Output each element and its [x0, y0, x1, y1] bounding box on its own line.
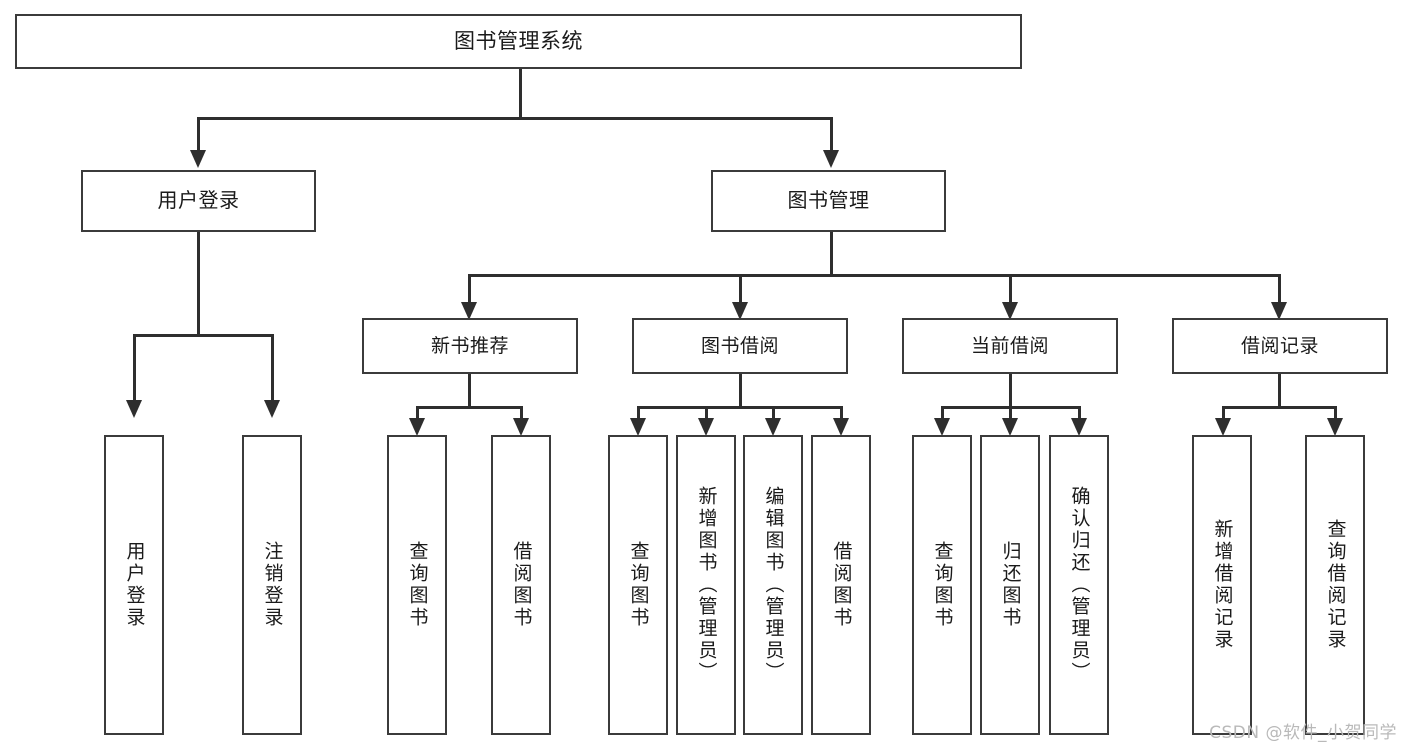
node-leaf-logout[interactable]: 注销登录: [242, 435, 302, 735]
connector-book-manage-trunk: [830, 232, 833, 276]
node-leaf-return-book[interactable]: 归还图书: [980, 435, 1040, 735]
connector-br-trunk: [1278, 374, 1281, 408]
node-leaf-query-book-2[interactable]: 查询图书: [608, 435, 668, 735]
connector-bb-trunk: [739, 374, 742, 408]
connector-cb-child-2: [1009, 406, 1012, 424]
connector-user-login-to-leaf-logout: [271, 334, 274, 402]
connector-br-bus: [1222, 406, 1336, 409]
arrowhead-borrow-record: [1271, 302, 1287, 320]
connector-bb-child-3: [772, 406, 775, 424]
node-borrow-record-label: 借阅记录: [1240, 334, 1319, 357]
node-user-login[interactable]: 用户登录: [81, 170, 316, 232]
arrowhead-leaf-borrow-book-2: [833, 418, 849, 436]
node-leaf-borrow-book-1-label: 借阅图书: [510, 541, 533, 629]
arrowhead-leaf-return-book: [1002, 418, 1018, 436]
node-leaf-add-record-label: 新增借阅记录: [1211, 519, 1234, 651]
node-leaf-query-record[interactable]: 查询借阅记录: [1305, 435, 1365, 735]
node-leaf-add-book[interactable]: 新增图书（管理员）: [676, 435, 736, 735]
node-leaf-user-login[interactable]: 用户登录: [104, 435, 164, 735]
connector-user-login-trunk: [197, 232, 200, 336]
arrowhead-leaf-query-book-3: [934, 418, 950, 436]
connector-bb-child-2: [705, 406, 708, 424]
node-book-borrow-label: 图书借阅: [700, 334, 779, 357]
arrowhead-book-borrow: [732, 302, 748, 320]
connector-user-login-to-leaf-login: [133, 334, 136, 402]
node-leaf-borrow-book-2[interactable]: 借阅图书: [811, 435, 871, 735]
connector-bb-child-1: [637, 406, 640, 424]
node-book-manage[interactable]: 图书管理: [711, 170, 946, 232]
node-leaf-add-record[interactable]: 新增借阅记录: [1192, 435, 1252, 735]
node-leaf-borrow-book-2-label: 借阅图书: [830, 541, 853, 629]
connector-cb-child-1: [941, 406, 944, 424]
node-leaf-confirm-return-label: 确认归还（管理员）: [1068, 486, 1091, 684]
connector-br-child-1: [1222, 406, 1225, 424]
node-leaf-logout-label: 注销登录: [261, 541, 284, 629]
connector-nbr-trunk: [468, 374, 471, 408]
connector-nbr-child-1: [416, 406, 419, 424]
node-current-borrow[interactable]: 当前借阅: [902, 318, 1118, 374]
arrowhead-leaf-add-record: [1215, 418, 1231, 436]
node-new-book-rec-label: 新书推荐: [430, 334, 509, 357]
arrowhead-leaf-borrow-book-1: [513, 418, 529, 436]
connector-root-bus: [197, 117, 833, 120]
arrowhead-leaf-query-book-2: [630, 418, 646, 436]
arrowhead-leaf-confirm-return: [1071, 418, 1087, 436]
node-leaf-query-book-1-label: 查询图书: [406, 541, 429, 629]
connector-bm-to-new-book-rec: [468, 274, 471, 304]
node-leaf-return-book-label: 归还图书: [999, 541, 1022, 629]
node-borrow-record[interactable]: 借阅记录: [1172, 318, 1388, 374]
connector-bm-to-borrow-record: [1278, 274, 1281, 304]
node-root-system-label: 图书管理系统: [454, 29, 583, 54]
connector-bm-to-book-borrow: [739, 274, 742, 304]
node-new-book-rec[interactable]: 新书推荐: [362, 318, 578, 374]
node-leaf-query-record-label: 查询借阅记录: [1324, 519, 1347, 651]
node-book-borrow[interactable]: 图书借阅: [632, 318, 848, 374]
connector-root-to-book-manage: [830, 117, 833, 152]
node-leaf-query-book-3-label: 查询图书: [931, 541, 954, 629]
node-leaf-confirm-return[interactable]: 确认归还（管理员）: [1049, 435, 1109, 735]
arrowhead-leaf-query-record: [1327, 418, 1343, 436]
node-leaf-edit-book-label: 编辑图书（管理员）: [762, 486, 785, 684]
csdn-watermark: CSDN @软件_小贺同学: [1209, 723, 1397, 743]
node-leaf-query-book-3[interactable]: 查询图书: [912, 435, 972, 735]
connector-bm-to-current-borrow: [1009, 274, 1012, 304]
node-book-manage-label: 图书管理: [787, 188, 870, 213]
arrowhead-leaf-add-book: [698, 418, 714, 436]
connector-bb-child-4: [840, 406, 843, 424]
connector-bb-bus: [637, 406, 843, 409]
node-leaf-borrow-book-1[interactable]: 借阅图书: [491, 435, 551, 735]
connector-cb-trunk: [1009, 374, 1012, 408]
connector-book-manage-bus: [468, 274, 1280, 277]
node-leaf-query-book-1[interactable]: 查询图书: [387, 435, 447, 735]
connector-cb-child-3: [1078, 406, 1081, 424]
arrowhead-new-book-rec: [461, 302, 477, 320]
connector-nbr-child-2: [520, 406, 523, 424]
connector-user-login-bus: [133, 334, 271, 337]
node-leaf-add-book-label: 新增图书（管理员）: [695, 486, 718, 684]
node-leaf-edit-book[interactable]: 编辑图书（管理员）: [743, 435, 803, 735]
node-user-login-label: 用户登录: [157, 188, 240, 213]
arrowhead-leaf-user-login: [126, 400, 142, 418]
node-root-system[interactable]: 图书管理系统: [15, 14, 1022, 69]
connector-br-child-2: [1334, 406, 1337, 424]
arrowhead-current-borrow: [1002, 302, 1018, 320]
connector-root-trunk: [519, 69, 522, 119]
node-current-borrow-label: 当前借阅: [970, 334, 1049, 357]
arrowhead-leaf-edit-book: [765, 418, 781, 436]
node-leaf-query-book-2-label: 查询图书: [627, 541, 650, 629]
connector-nbr-bus: [416, 406, 522, 409]
connector-root-to-user-login: [197, 117, 200, 152]
node-leaf-user-login-label: 用户登录: [123, 541, 146, 629]
arrowhead-leaf-query-book-1: [409, 418, 425, 436]
arrowhead-user-login: [190, 150, 206, 168]
arrowhead-leaf-logout: [264, 400, 280, 418]
arrowhead-book-manage: [823, 150, 839, 168]
